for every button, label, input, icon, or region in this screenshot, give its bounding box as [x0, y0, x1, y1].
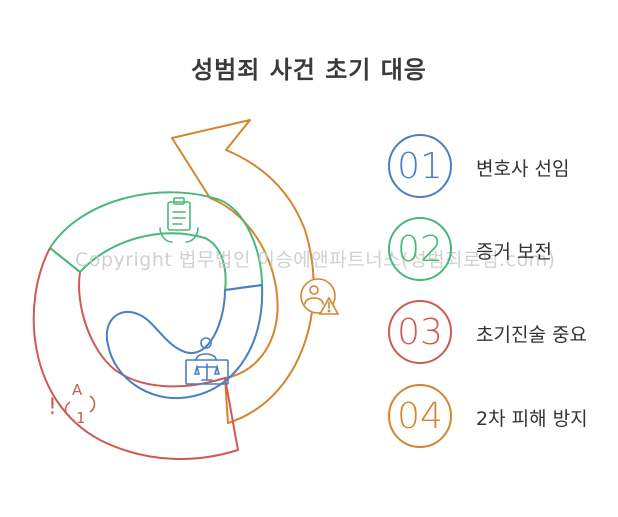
step-03: 03 초기진술 중요	[388, 300, 608, 366]
step-number-badge: 03	[388, 300, 452, 364]
statement-confusion-icon: ! A 1	[48, 381, 96, 427]
letter-a-glyph: A	[72, 381, 83, 399]
step-04: 04 2차 피해 방지	[388, 384, 608, 450]
blue-arc	[105, 284, 264, 400]
step-label: 초기진술 중요	[476, 324, 587, 346]
exclaim-glyph: !	[48, 395, 57, 420]
lawyer-podium-icon	[185, 337, 229, 385]
digit-one-glyph: 1	[76, 409, 86, 427]
step-label: 증거 보전	[476, 241, 552, 263]
step-number-badge: 04	[388, 384, 452, 448]
step-number-badge: 01	[388, 134, 452, 198]
step-label: 2차 피해 방지	[476, 408, 588, 430]
diagram-title: 성범죄 사건 초기 대응	[191, 56, 427, 84]
step-01: 01 변호사 선임	[388, 134, 608, 200]
red-arc	[32, 247, 239, 460]
step-number-badge: 02	[388, 217, 452, 281]
green-arc	[49, 191, 263, 291]
step-label: 변호사 선임	[476, 158, 570, 180]
clipboard-hands-icon	[159, 197, 199, 243]
orange-arc-arrow	[171, 119, 315, 424]
step-02: 02 증거 보전	[388, 217, 608, 283]
person-warning-icon	[300, 278, 340, 315]
